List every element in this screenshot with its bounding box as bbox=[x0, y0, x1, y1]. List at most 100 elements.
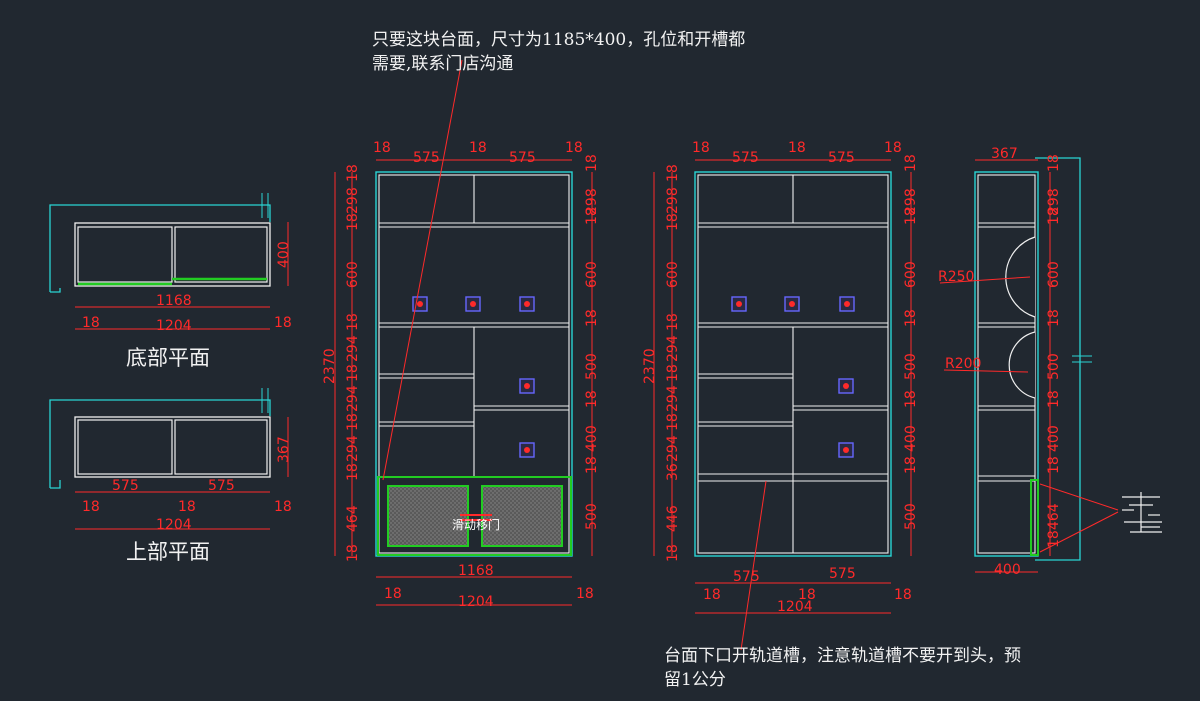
dim-e2-right-0: 18 bbox=[903, 154, 919, 172]
dim-side-bottom: 400 bbox=[994, 562, 1021, 578]
dim-e2-bottom-0: 18 bbox=[703, 587, 721, 603]
leader-lines bbox=[382, 59, 767, 651]
dim-e2-right-3: 600 bbox=[903, 261, 919, 288]
sliding-door-edge bbox=[1030, 479, 1039, 556]
dim-e2-right-8: 18 bbox=[903, 456, 919, 474]
dim-e2-bottom-1: 575 bbox=[733, 569, 760, 585]
dim-side-right-4: 18 bbox=[1046, 309, 1062, 327]
dim-e2-bottom-4: 18 bbox=[894, 587, 912, 603]
dim-e2-left-7: 294 bbox=[665, 385, 681, 412]
dim-e1-left-3: 600 bbox=[345, 261, 361, 288]
dim-e1-left-2: 18 bbox=[345, 213, 361, 231]
dim-side-width: 367 bbox=[991, 146, 1018, 162]
dim-bp-inner: 1168 bbox=[156, 293, 192, 309]
dim-e1-right-1: 298 bbox=[584, 188, 600, 215]
dim-e1-bottom-inner: 1168 bbox=[458, 563, 494, 579]
dim-e2-bottom-3: 575 bbox=[829, 566, 856, 582]
cabinet-frame bbox=[694, 171, 892, 557]
dim-e1-top-1: 575 bbox=[413, 150, 440, 166]
dim-e1-right-4: 18 bbox=[584, 309, 600, 327]
track-groove-note-line1: 台面下口开轨道槽，注意轨道槽不要开到头，预 bbox=[664, 646, 1021, 666]
sliding-door-label: 滑动移门 bbox=[452, 517, 500, 532]
dim-e2-left-10: 36 bbox=[665, 463, 681, 481]
countertop-note-line2: 需要,联系门店沟通 bbox=[372, 54, 514, 74]
dim-e1-top-3: 575 bbox=[509, 150, 536, 166]
dim-e2-right-9: 500 bbox=[903, 503, 919, 530]
track-groove-note-line2: 留1公分 bbox=[664, 670, 726, 690]
dim-e1-left-10: 18 bbox=[345, 463, 361, 481]
dim-e2-left-0: 18 bbox=[665, 164, 681, 182]
dim-e1-right-8: 18 bbox=[584, 456, 600, 474]
dim-tp-t1: 18 bbox=[82, 499, 100, 515]
side-frame bbox=[974, 171, 1039, 557]
dim-e1-left-12: 18 bbox=[345, 544, 361, 562]
wall-outline bbox=[1035, 157, 1081, 561]
dim-e2-bottom-total: 1204 bbox=[777, 599, 813, 615]
side-section-view: 367 400 R250 R200 1829818600185001840018… bbox=[938, 146, 1162, 578]
dim-bp-total: 1204 bbox=[156, 318, 192, 334]
dim-e1-left-9: 294 bbox=[345, 435, 361, 462]
dim-e2-left-5: 294 bbox=[665, 335, 681, 362]
dim-e2-left-11: 446 bbox=[665, 505, 681, 532]
dim-radius-lower: R200 bbox=[945, 356, 981, 372]
dim-e2-left-3: 600 bbox=[665, 261, 681, 288]
dim-tp-depth: 367 bbox=[276, 436, 292, 463]
dim-e2-left-1: 298 bbox=[665, 187, 681, 214]
cabinet-outline bbox=[74, 222, 271, 287]
dim-e1-right-7: 400 bbox=[584, 425, 600, 452]
dim-side-right-7: 400 bbox=[1046, 425, 1062, 452]
dim-e2-right-4: 18 bbox=[903, 309, 919, 327]
dim-tp-w2: 575 bbox=[208, 478, 235, 494]
dim-side-right-8: 18 bbox=[1046, 456, 1062, 474]
dim-e2-left-9: 294 bbox=[665, 435, 681, 462]
dim-e2-left-6: 18 bbox=[665, 364, 681, 382]
dim-e1-left-5: 294 bbox=[345, 335, 361, 362]
sliding-door-right bbox=[481, 485, 563, 547]
countertop-note-line1: 只要这块台面，尺寸为1185*400，孔位和开槽都 bbox=[372, 30, 746, 50]
sliding-door-left bbox=[387, 485, 469, 547]
dim-e2-right-2: 18 bbox=[903, 207, 919, 225]
dim-e1-right-6: 18 bbox=[584, 390, 600, 408]
bottom-plan-title: 底部平面 bbox=[126, 346, 210, 370]
dim-e2-top-2: 18 bbox=[788, 140, 806, 156]
dim-e2-right-5: 500 bbox=[903, 353, 919, 380]
dim-e1-top-4: 18 bbox=[565, 140, 583, 156]
dim-e2-right-7: 400 bbox=[903, 425, 919, 452]
dim-bp-side-r: 18 bbox=[274, 315, 292, 331]
wall-outline bbox=[50, 288, 61, 293]
dim-e1-bottom-l: 18 bbox=[384, 586, 402, 602]
dim-e1-left-6: 18 bbox=[345, 364, 361, 382]
dim-e1-bottom-total: 1204 bbox=[458, 594, 494, 610]
dim-side-right-5: 500 bbox=[1046, 353, 1062, 380]
arc-cutout-upper bbox=[1005, 236, 1036, 318]
cabinet-outline bbox=[74, 416, 271, 478]
dim-e1-right-0: 18 bbox=[584, 154, 600, 172]
dim-e1-right-3: 600 bbox=[584, 261, 600, 288]
wall-outline bbox=[49, 204, 271, 292]
dim-side-right-6: 18 bbox=[1046, 390, 1062, 408]
dim-bp-depth: 400 bbox=[276, 241, 292, 268]
dim-e1-right-9: 500 bbox=[584, 503, 600, 530]
dim-side-right-9: 464 bbox=[1046, 503, 1062, 530]
dim-e1-left-0: 18 bbox=[345, 164, 361, 182]
dim-side-right-0: 18 bbox=[1046, 154, 1062, 172]
sliding-door-area bbox=[377, 476, 572, 556]
dim-e2-left-2: 18 bbox=[665, 213, 681, 231]
wall-outline bbox=[49, 399, 271, 488]
top-plan-title: 上部平面 bbox=[126, 540, 210, 564]
dim-e1-top-2: 18 bbox=[469, 140, 487, 156]
top-plan-view: 575 575 18 18 18 1204 367 bbox=[49, 388, 292, 533]
dim-e2-top-0: 18 bbox=[692, 140, 710, 156]
dim-tp-t3: 18 bbox=[274, 499, 292, 515]
dim-e2-right-6: 18 bbox=[903, 390, 919, 408]
dim-side-right-3: 600 bbox=[1046, 261, 1062, 288]
dim-e1-left-1: 298 bbox=[345, 187, 361, 214]
front-elevation-without-doors: 18 575 18 575 18 2370 182981860018294182… bbox=[642, 140, 919, 615]
dim-e2-right-1: 298 bbox=[903, 188, 919, 215]
dim-e1-left-7: 294 bbox=[345, 385, 361, 412]
dim-bp-side-l: 18 bbox=[82, 315, 100, 331]
dim-side-right-1: 298 bbox=[1046, 188, 1062, 215]
dim-e1-top-0: 18 bbox=[373, 140, 391, 156]
dim-e1-left-4: 18 bbox=[345, 313, 361, 331]
